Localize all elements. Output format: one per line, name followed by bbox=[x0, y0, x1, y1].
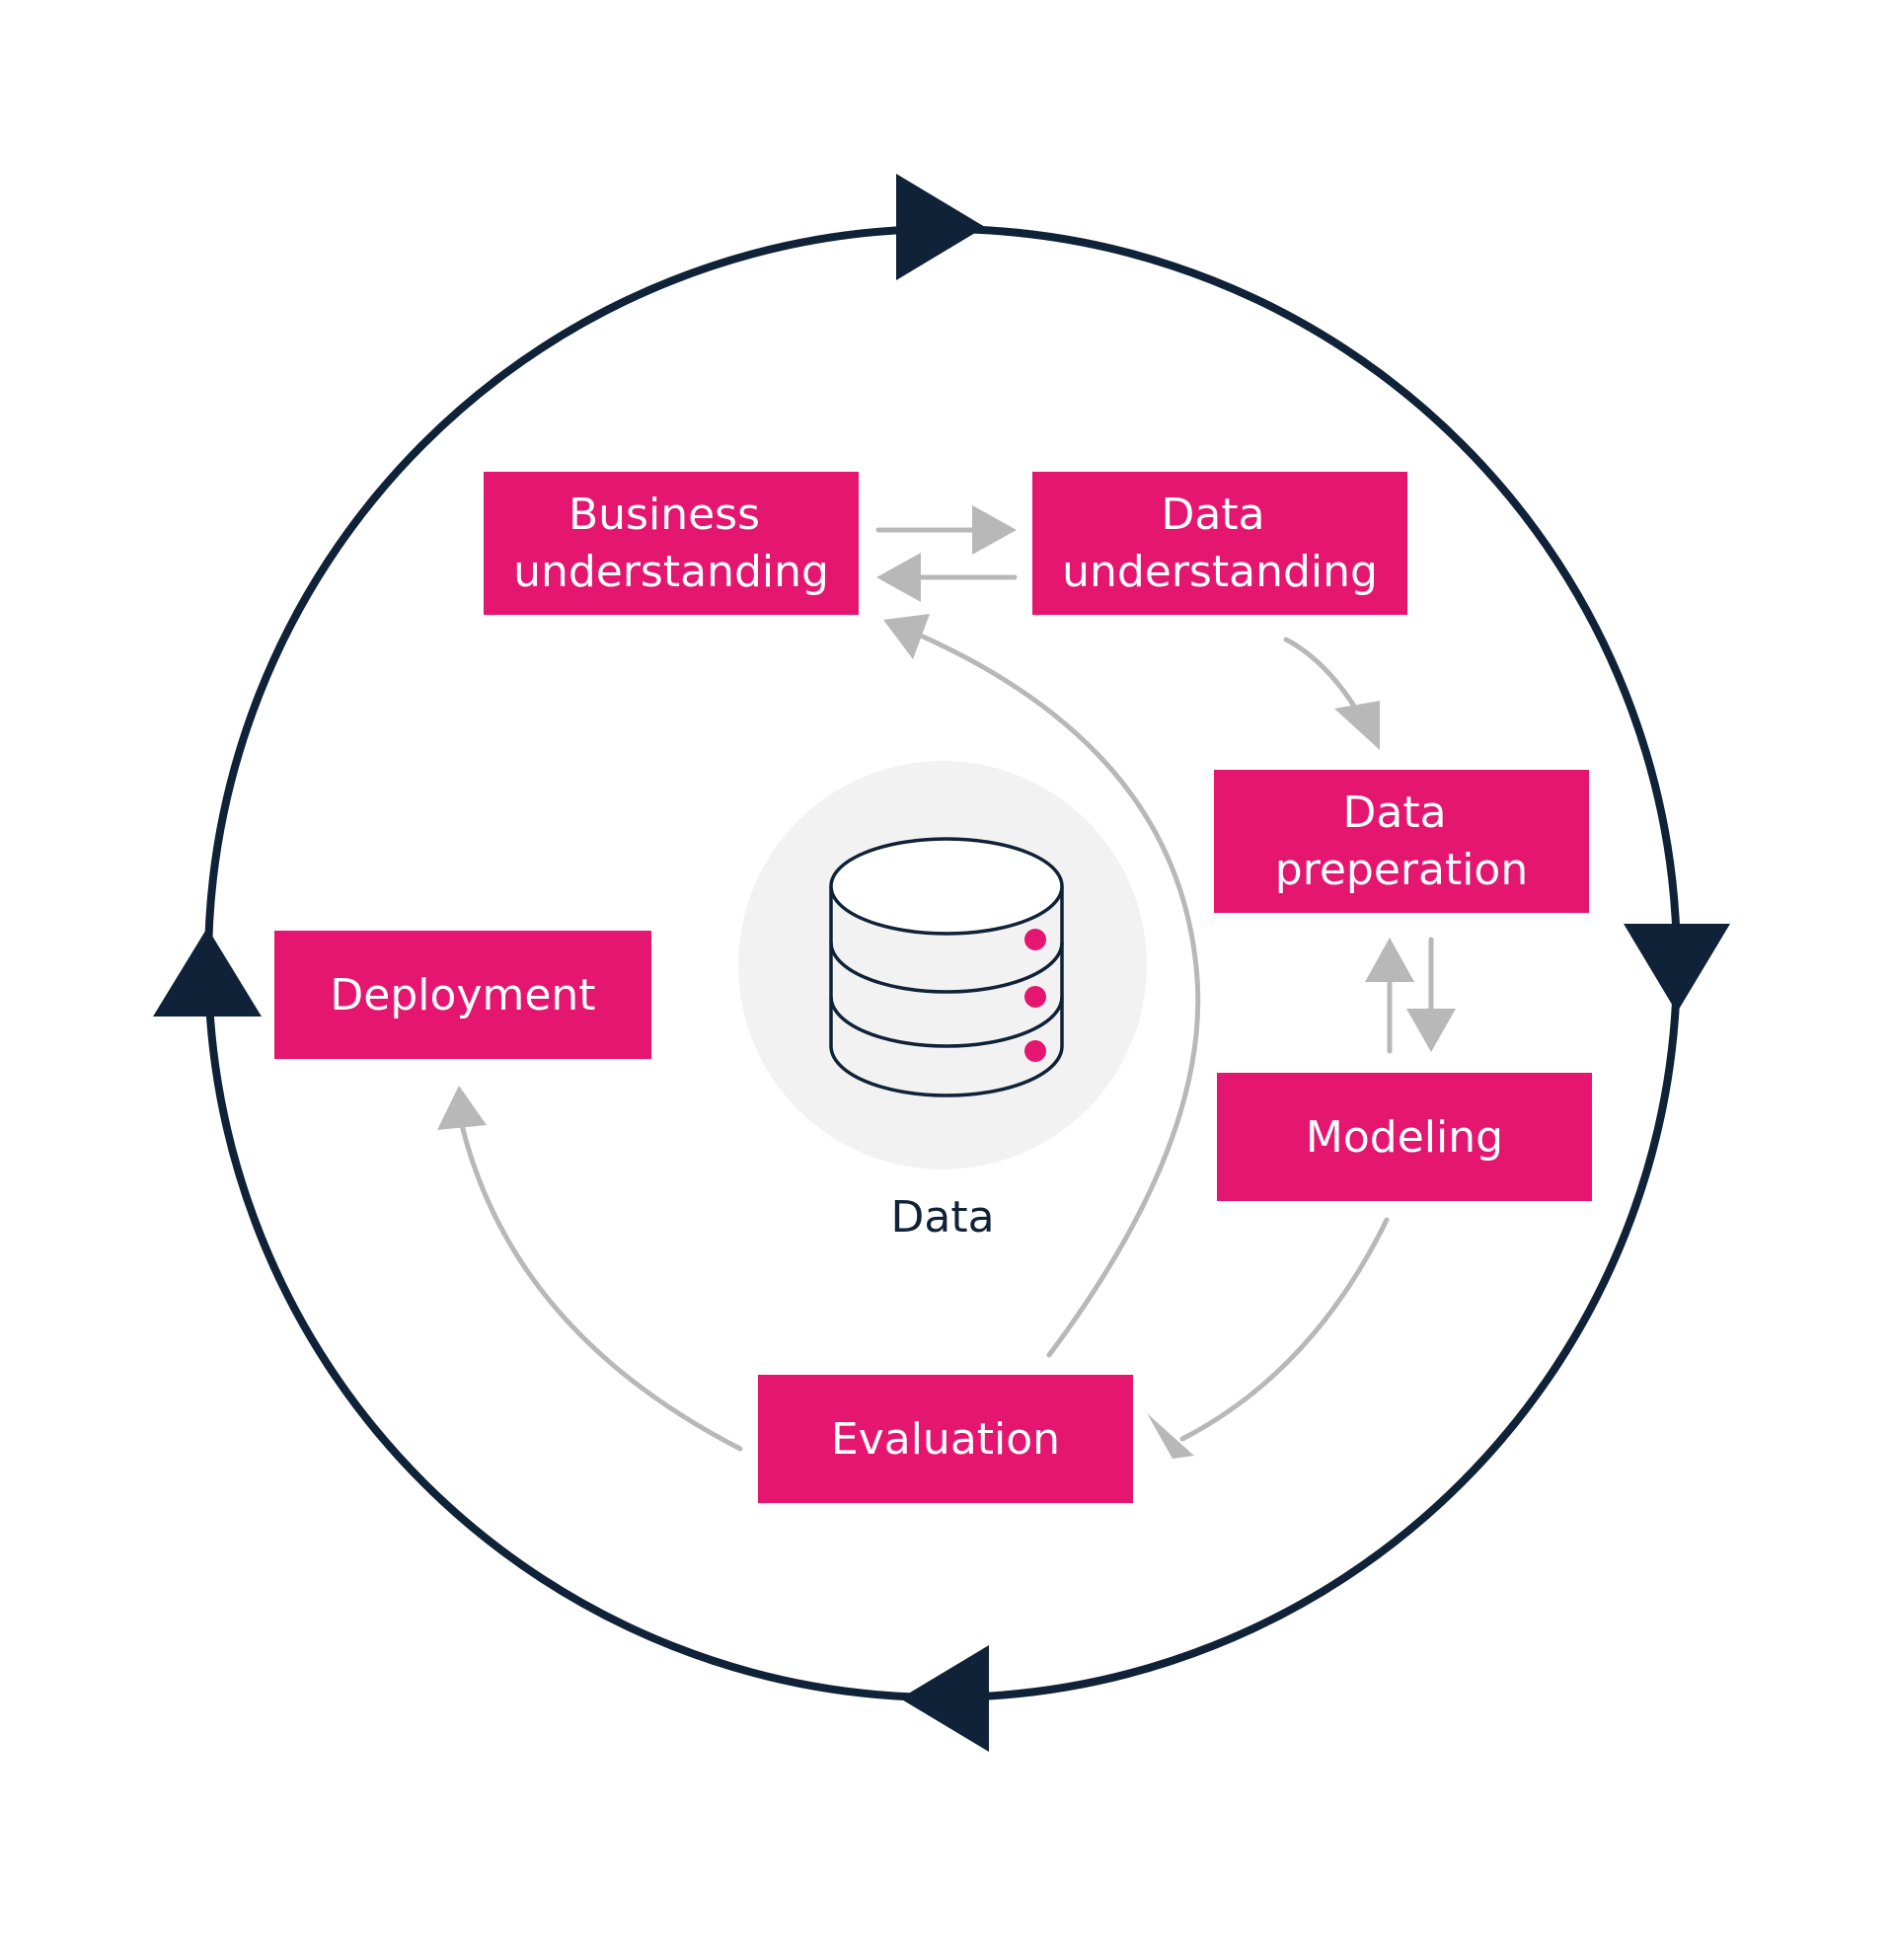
phase-box bbox=[1214, 770, 1589, 913]
phase-deployment: Deployment bbox=[274, 931, 651, 1059]
phase-modeling: Modeling bbox=[1217, 1073, 1592, 1201]
phase-box bbox=[484, 472, 859, 615]
phase-label-line: Business bbox=[568, 490, 760, 540]
svg-text:Data understanding: Data understanding bbox=[1062, 490, 1378, 597]
phase-label-line: Data bbox=[1342, 788, 1446, 838]
phase-label-line: Modeling bbox=[1306, 1112, 1503, 1163]
center-data-label: Data bbox=[890, 1192, 994, 1243]
svg-text:Evaluation: Evaluation bbox=[831, 1414, 1060, 1465]
phase-business-understanding: Business understanding bbox=[484, 472, 859, 615]
arrowhead-to-modeling bbox=[1406, 1009, 1456, 1052]
arrowhead-to-business-understanding bbox=[876, 553, 921, 602]
phase-box bbox=[274, 931, 651, 1059]
svg-text:Deployment: Deployment bbox=[330, 970, 595, 1020]
arrow-evaluation-to-deployment bbox=[459, 1122, 743, 1452]
phase-label-line: Data bbox=[1161, 490, 1264, 540]
phase-label-line: Deployment bbox=[330, 970, 595, 1020]
phase-box bbox=[758, 1375, 1133, 1503]
phase-label-line: understanding bbox=[513, 547, 829, 597]
connection-arrowheads bbox=[437, 505, 1456, 1459]
arrowhead-to-evaluation bbox=[1147, 1413, 1194, 1459]
phase-data-understanding: Data understanding bbox=[1032, 472, 1407, 615]
center-disc bbox=[738, 761, 1147, 1169]
phase-label-line: preperation bbox=[1275, 845, 1528, 895]
arrowhead-to-data-preperation bbox=[1334, 701, 1380, 750]
outer-cycle-arrowhead-left bbox=[153, 928, 262, 1017]
database-icon bbox=[829, 837, 1064, 1097]
arrowhead-evaluation-to-business bbox=[883, 614, 930, 659]
arrow-modeling-to-evaluation bbox=[1179, 1217, 1390, 1442]
phase-data-preperation: Data preperation bbox=[1214, 770, 1589, 913]
phase-label-line: understanding bbox=[1062, 547, 1378, 597]
arrowhead-to-data-understanding bbox=[972, 505, 1017, 555]
phase-label-line: Evaluation bbox=[831, 1414, 1060, 1465]
arrowhead-to-deployment bbox=[437, 1086, 487, 1130]
connection-arrows bbox=[459, 527, 1434, 1452]
arrow-evaluation-to-business bbox=[920, 634, 1201, 1358]
svg-text:Data preperation: Data preperation bbox=[1275, 788, 1528, 895]
arrowhead-modeling-to-preperation bbox=[1365, 938, 1414, 982]
svg-text:Business understanding: Business understanding bbox=[513, 490, 829, 597]
outer-cycle-arrowhead-right bbox=[1624, 924, 1730, 1013]
outer-cycle-arrowhead-top bbox=[896, 174, 985, 280]
phase-evaluation: Evaluation bbox=[758, 1375, 1133, 1503]
phase-box bbox=[1032, 472, 1407, 615]
arrow-data-understanding-to-preperation bbox=[1283, 637, 1363, 718]
svg-text:Modeling: Modeling bbox=[1306, 1112, 1503, 1163]
outer-cycle-arrowhead-bottom bbox=[900, 1645, 989, 1752]
phase-box bbox=[1217, 1073, 1592, 1201]
